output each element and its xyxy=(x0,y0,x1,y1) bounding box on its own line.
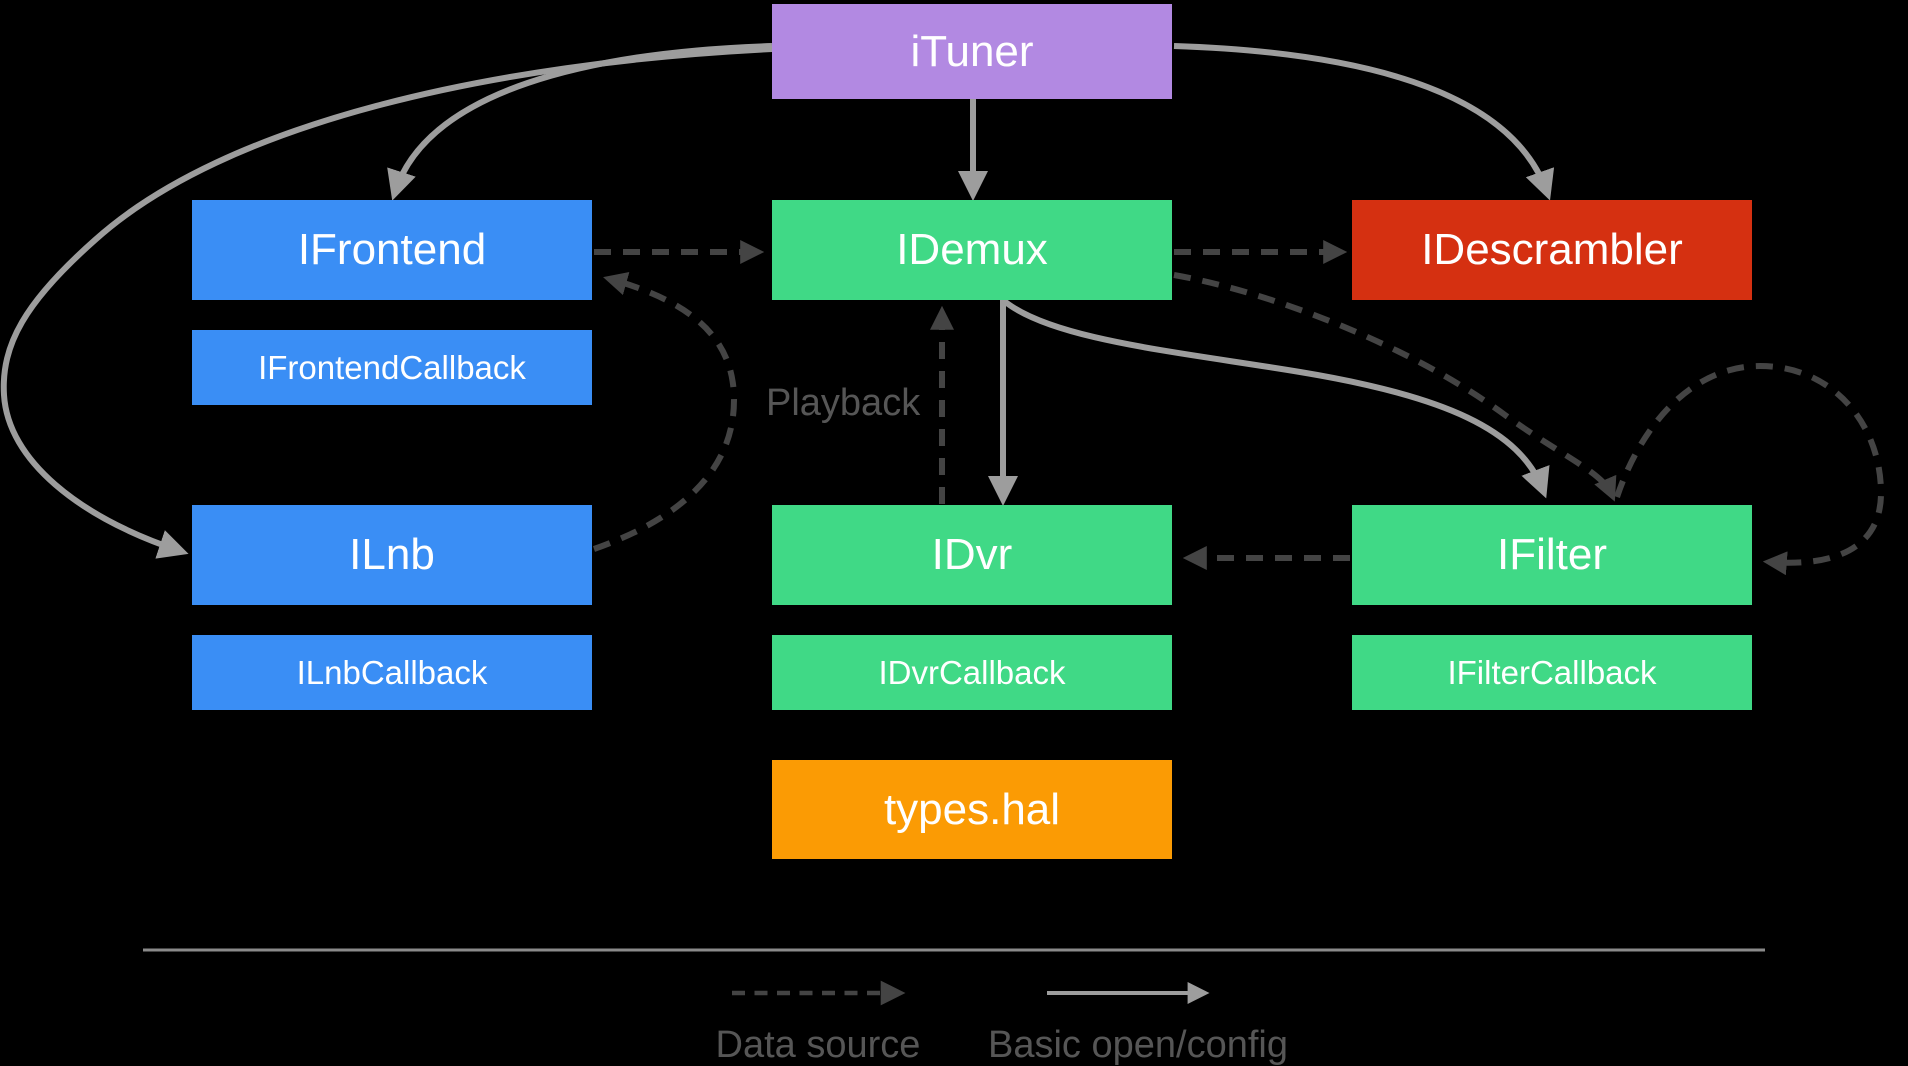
node-types-hal: types.hal xyxy=(772,760,1172,859)
node-idescrambler: IDescrambler xyxy=(1352,200,1752,300)
playback-label: Playback xyxy=(766,382,921,424)
node-ifilter: IFilter xyxy=(1352,505,1752,605)
arrow-idemux-to-ifilter-data xyxy=(1173,272,1617,502)
node-idemux: IDemux xyxy=(772,200,1172,300)
node-ifrontend-callback: IFrontendCallback xyxy=(192,330,592,405)
legend-data-source-label: Data source xyxy=(715,1024,921,1066)
node-ilnb-callback: ILnbCallback xyxy=(192,635,592,710)
node-ifrontend: IFrontend xyxy=(192,200,592,300)
node-ituner: iTuner xyxy=(772,4,1172,99)
arrow-ituner-to-ifrontend xyxy=(387,43,773,201)
arrow-ituner-to-ilnb xyxy=(0,46,773,559)
node-idvr-callback: IDvrCallback xyxy=(772,635,1172,710)
legend-basic-open-config-label: Basic open/config xyxy=(988,1024,1288,1066)
arrow-ituner-to-idescrambler xyxy=(1173,43,1555,201)
node-ifilter-callback: IFilterCallback xyxy=(1352,635,1752,710)
arrow-ifilter-self-loop xyxy=(1614,362,1885,576)
arrow-ilnb-to-ifrontend xyxy=(593,271,738,552)
node-idvr: IDvr xyxy=(772,505,1172,605)
node-ilnb: ILnb xyxy=(192,505,592,605)
arrow-idemux-to-ifilter xyxy=(1001,297,1550,499)
